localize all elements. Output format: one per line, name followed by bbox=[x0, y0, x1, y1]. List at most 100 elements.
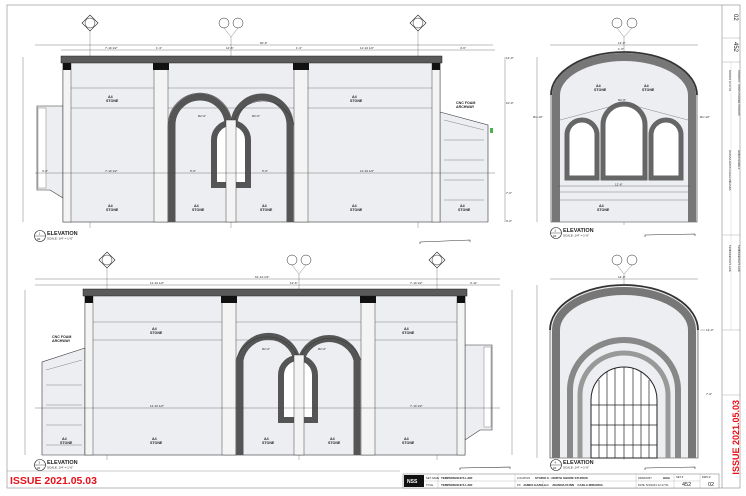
dim-overall: 60'-6" bbox=[260, 41, 268, 45]
dim: 12'-6" bbox=[290, 281, 298, 285]
svg-text:02: 02 bbox=[37, 466, 41, 470]
svg-text:A4: A4 bbox=[264, 437, 269, 441]
dim: 1'-3" bbox=[296, 46, 302, 50]
svg-text:02: 02 bbox=[553, 234, 557, 238]
studio-logo bbox=[404, 475, 424, 487]
arch-radius: R2'-6" bbox=[618, 98, 626, 102]
svg-text:ARCHWAY: ARCHWAY bbox=[456, 105, 475, 109]
dim: 7'-10 1/2" bbox=[410, 281, 423, 285]
location-label: LOCATION bbox=[517, 476, 530, 480]
svg-text:02: 02 bbox=[37, 237, 41, 241]
arch-radius: R2'-0" bbox=[262, 347, 270, 351]
svg-text:STONE: STONE bbox=[60, 441, 73, 445]
strip-location: STUDIO 6 - NORTH SHORE STUDIOS bbox=[737, 70, 741, 116]
elevation-1: 60'-6" 7'-10 1/2" 1'-3" 12'-6" 1'-3" 11'… bbox=[22, 14, 506, 244]
svg-text:SCALE: 1/4" = 1'-0": SCALE: 1/4" = 1'-0" bbox=[47, 237, 73, 241]
set-number: 452 bbox=[682, 482, 691, 488]
svg-text:4: 4 bbox=[555, 461, 557, 465]
production-designer: JAMES HAZELL bbox=[523, 483, 546, 487]
scale-bar bbox=[459, 466, 511, 470]
strip-issue-stamp: ISSUE 2021.05.03 bbox=[731, 400, 741, 475]
svg-text:STONE: STONE bbox=[458, 208, 471, 212]
svg-text:A4: A4 bbox=[404, 437, 409, 441]
elevation-label[interactable]: 4 02 ELEVATION SCALE: 1/4" = 1'-0" bbox=[550, 459, 594, 471]
drawing-number: 02 bbox=[708, 482, 714, 488]
sheet-border bbox=[6, 4, 741, 489]
svg-text:A4: A4 bbox=[152, 437, 157, 441]
set-name: TEMPERENCE'S LAIR bbox=[441, 476, 473, 480]
dim: 12'-6" bbox=[226, 46, 234, 50]
strip-art-director: JOANNA DUNN CARLA MIRANDA bbox=[728, 150, 732, 191]
svg-text:A4: A4 bbox=[599, 204, 604, 208]
arch-radius: R2'-0" bbox=[252, 114, 260, 118]
scale-bar bbox=[644, 233, 696, 237]
svg-text:STONE: STONE bbox=[402, 441, 415, 445]
strip-title: TEMPERENCE'S LAIR bbox=[728, 245, 732, 272]
pd-label: PD bbox=[517, 483, 521, 487]
svg-text:STONE: STONE bbox=[150, 441, 163, 445]
svg-text:STONE: STONE bbox=[594, 88, 607, 92]
strip-drawing-number: 02 bbox=[732, 14, 738, 21]
dim-overall: 14'-0" bbox=[618, 41, 626, 45]
elevation-3: 61'-10 1/2" 11'-10 1/2" 12'-6" 7'-10 1/2… bbox=[24, 251, 513, 471]
dim: 3'-6" bbox=[42, 169, 48, 173]
svg-text:SCALE: 1/4" = 1'-0": SCALE: 1/4" = 1'-0" bbox=[563, 234, 589, 238]
ad-label: AD bbox=[545, 483, 549, 487]
dim: 11'-10 1/2" bbox=[150, 404, 164, 408]
elevation-mark: 10'-0" bbox=[506, 101, 514, 105]
svg-text:ELEVATION: ELEVATION bbox=[563, 460, 594, 466]
dim: 12'-6" bbox=[615, 183, 623, 187]
title-label: TITLE bbox=[426, 483, 433, 487]
scale-bar bbox=[644, 466, 696, 470]
strip-set-name: TEMPERENCE'S LAIR bbox=[737, 245, 741, 272]
drawn-by-label: DRAWN BY bbox=[638, 476, 652, 480]
svg-text:ELEVATION: ELEVATION bbox=[47, 231, 78, 237]
svg-text:STONE: STONE bbox=[350, 99, 363, 103]
svg-text:A4: A4 bbox=[262, 204, 267, 208]
svg-text:ELEVATION: ELEVATION bbox=[47, 460, 78, 466]
svg-text:CNC FOAM: CNC FOAM bbox=[456, 101, 475, 105]
arch-radius: R1'-10" bbox=[700, 115, 710, 119]
set-number-label: SET # bbox=[676, 475, 684, 479]
sheet-title: TEMPERENCE'S LAIR bbox=[441, 483, 473, 487]
svg-text:STONE: STONE bbox=[642, 88, 655, 92]
issue-stamp: ISSUE 2021.05.03 bbox=[10, 475, 97, 487]
dim-overall: 14'-0" bbox=[618, 275, 626, 279]
art-director: JOANNA DUNN CARLA MIRANDA bbox=[552, 483, 604, 487]
svg-text:STONE: STONE bbox=[597, 208, 610, 212]
svg-text:STONE: STONE bbox=[192, 208, 205, 212]
svg-text:A4: A4 bbox=[352, 95, 357, 99]
elevation-label[interactable]: 1 02 ELEVATION SCALE: 1/4" = 1'-0" bbox=[34, 230, 78, 242]
elevation-label[interactable]: 3 02 ELEVATION SCALE: 1/4" = 1'-0" bbox=[34, 459, 78, 471]
location: STUDIO 6 - NORTH SHORE STUDIOS bbox=[535, 476, 588, 480]
elevation-mark: 12'-0" bbox=[706, 328, 714, 332]
elevation-mark: 7'-0" bbox=[506, 191, 512, 195]
dim: 3'-11" bbox=[470, 281, 477, 285]
date: 5/3/2021 12:17:01 bbox=[646, 483, 669, 487]
scale-bar bbox=[419, 239, 471, 244]
svg-text:1: 1 bbox=[39, 232, 41, 236]
set-name-label: SET NAME bbox=[426, 476, 439, 480]
svg-text:A4: A4 bbox=[596, 84, 601, 88]
svg-text:A4: A4 bbox=[352, 204, 357, 208]
svg-text:STONE: STONE bbox=[262, 441, 275, 445]
elevation-label[interactable]: 2 02 ELEVATION SCALE: 1/4" = 1'-0" bbox=[550, 227, 594, 239]
svg-text:02: 02 bbox=[553, 466, 557, 470]
grid-bubble-pair[interactable] bbox=[286, 254, 312, 460]
elevation-mark: 7'-0" bbox=[706, 392, 712, 396]
svg-text:A4: A4 bbox=[330, 437, 335, 441]
elevation-mark: 0'-0" bbox=[506, 219, 512, 223]
drawn-by: HGB bbox=[663, 476, 671, 480]
strip-set-number: 452 bbox=[732, 42, 738, 53]
dim-overall: 61'-10 1/2" bbox=[255, 275, 269, 279]
